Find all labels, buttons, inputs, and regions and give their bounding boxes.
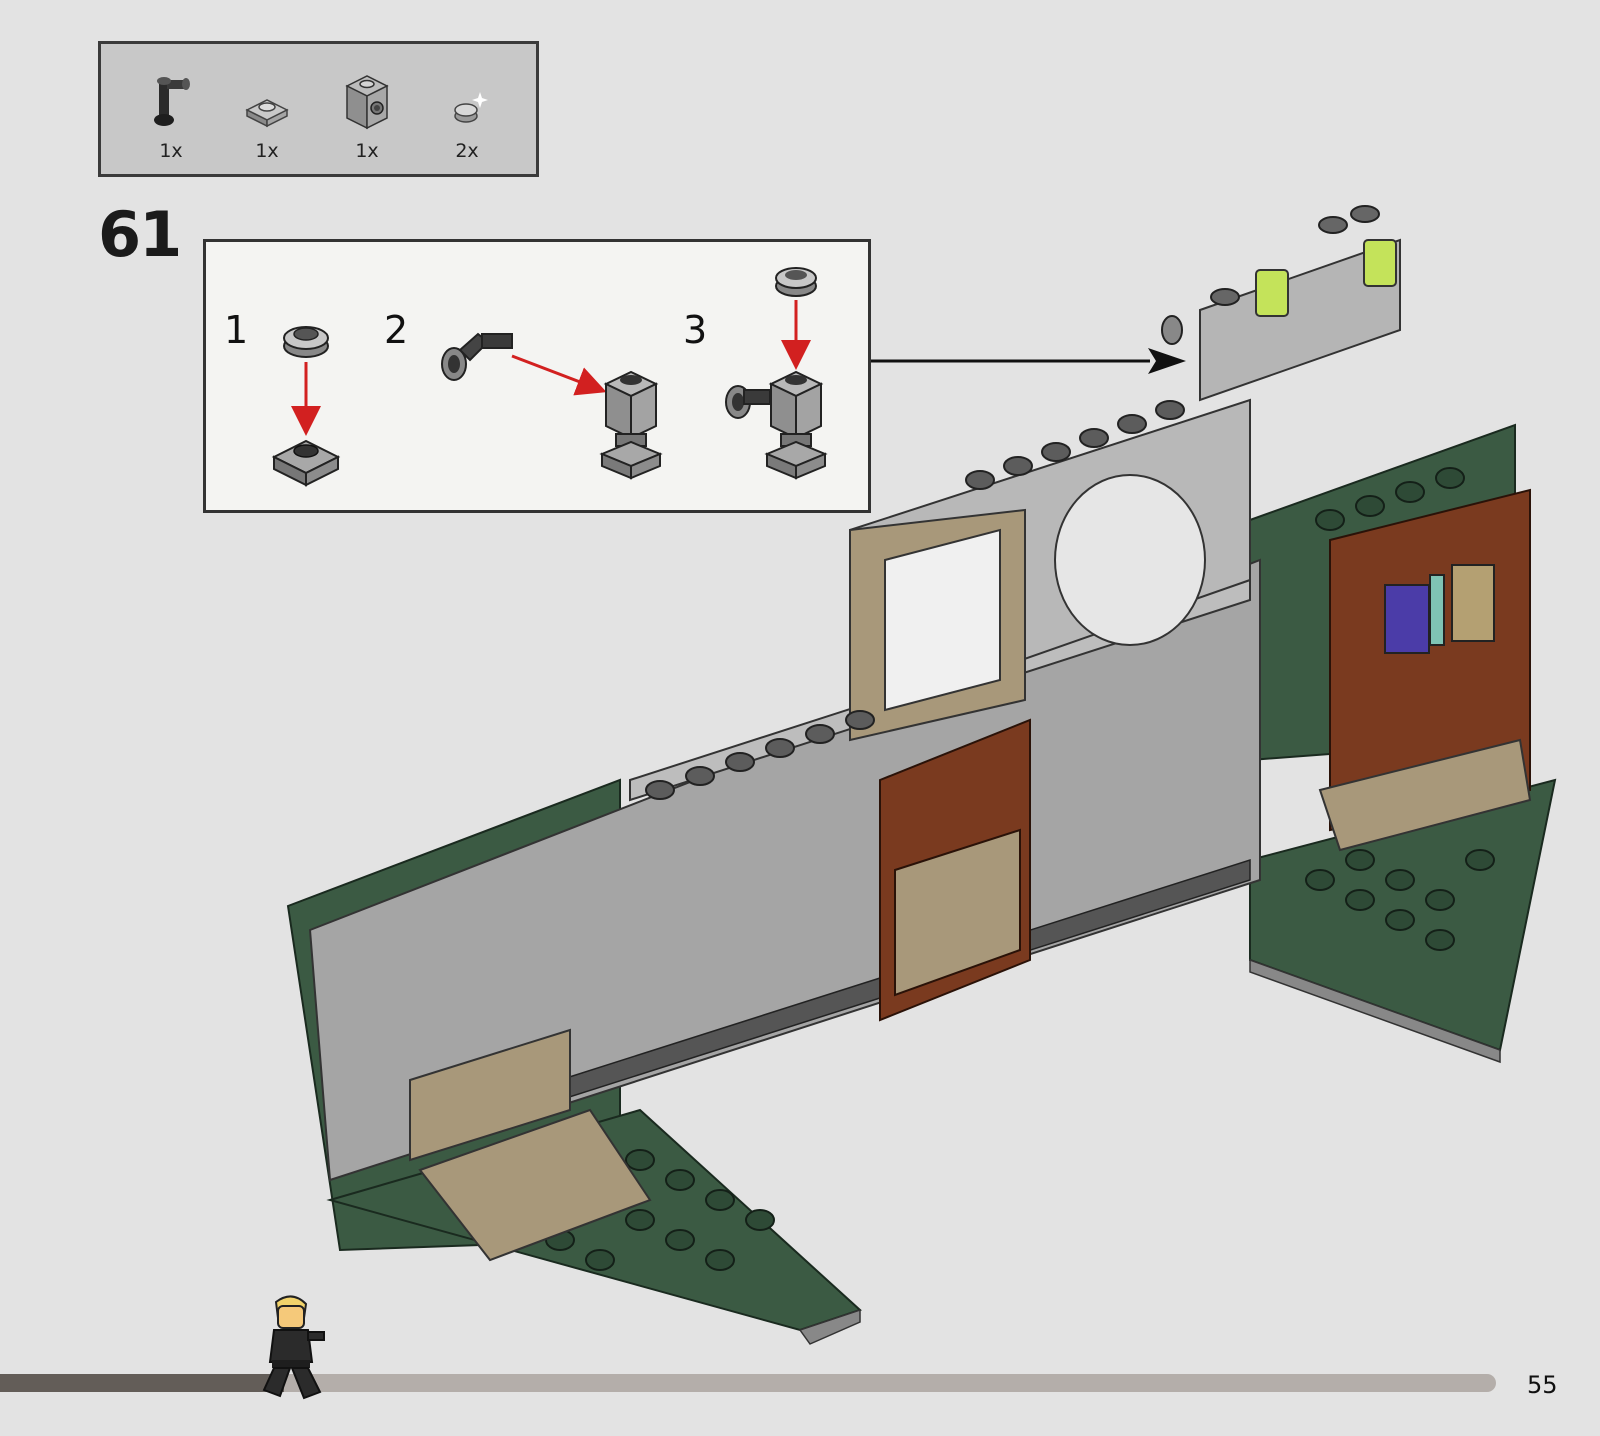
progress-track	[0, 1374, 1496, 1392]
minifigure-progress-marker	[262, 1292, 326, 1404]
page-number: 55	[1527, 1371, 1558, 1399]
progress-fill	[0, 1374, 284, 1392]
